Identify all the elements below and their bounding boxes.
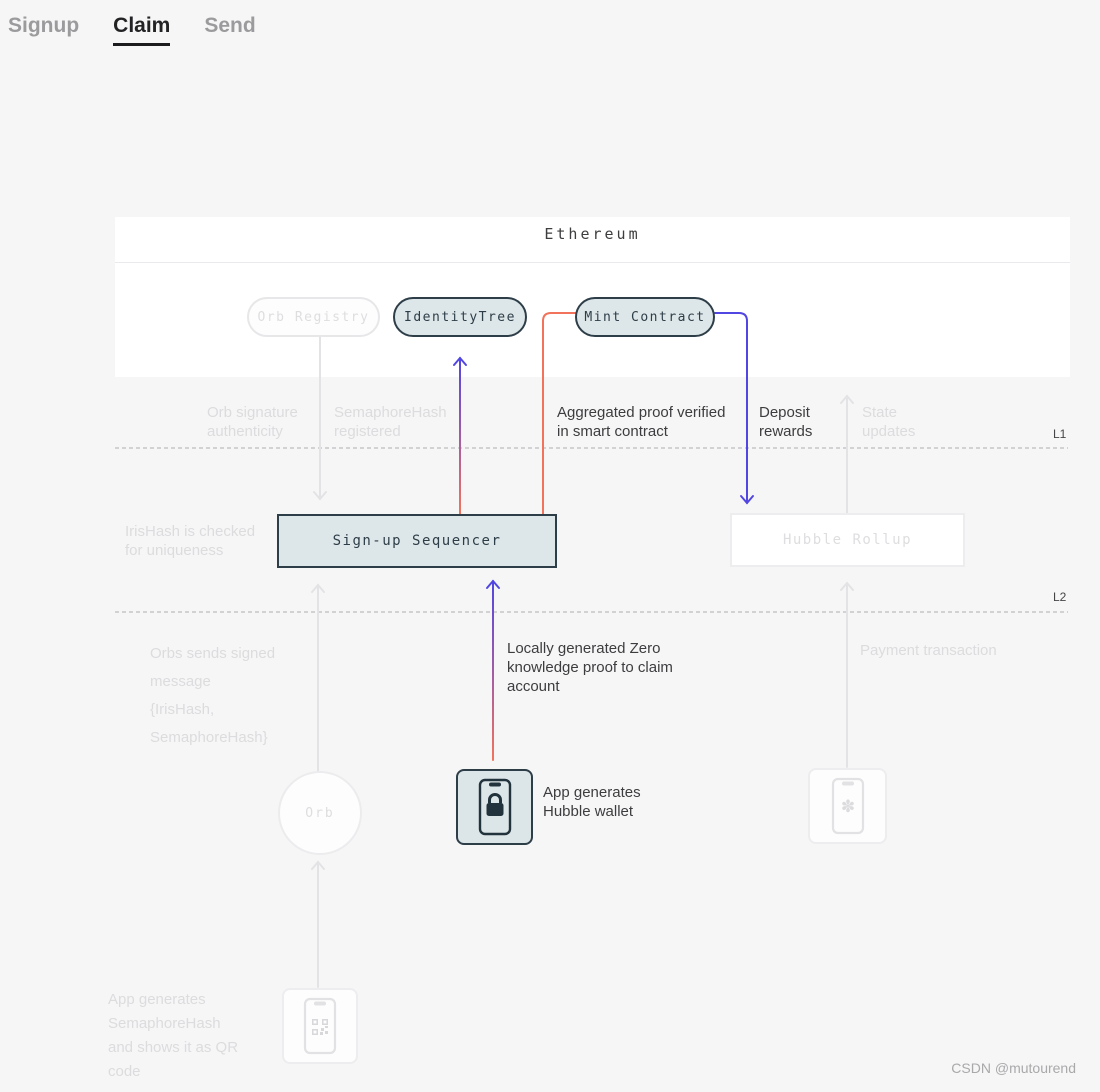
payment-phone-tile[interactable]: ✽ <box>808 768 887 844</box>
tab-signup[interactable]: Signup <box>8 14 80 37</box>
label-state-updates: State updates <box>862 404 916 440</box>
band-separator <box>115 262 1070 263</box>
node-signup-sequencer[interactable]: Sign-up Sequencer <box>277 514 557 568</box>
layer-tag-l2: L2 <box>1053 590 1067 604</box>
lock-phone-icon <box>478 778 511 836</box>
label-orb-message: Orbs sends signed message {IrisHash, Sem… <box>150 645 276 746</box>
label-app-wallet: App generates Hubble wallet <box>543 784 641 820</box>
label-deposit-rewards: Deposit rewards <box>759 404 813 440</box>
arrow-phone-to-sequencer <box>486 579 500 761</box>
watermark: CSDN @mutourend <box>951 1060 1076 1076</box>
tab-send[interactable]: Send <box>204 14 256 37</box>
arrow-phone-to-hubble <box>840 581 854 768</box>
node-orb[interactable]: Orb <box>278 771 362 855</box>
qr-phone-icon <box>303 997 337 1055</box>
orb-registry-label: Orb Registry <box>257 309 370 325</box>
arrow-qrphone-to-orb <box>311 860 325 988</box>
mint-contract-label: Mint Contract <box>584 309 706 325</box>
node-identity-tree[interactable]: IdentityTree <box>393 297 527 337</box>
svg-text:✽: ✽ <box>840 797 854 817</box>
hubble-rollup-label: Hubble Rollup <box>782 532 913 548</box>
label-semaphore-registered: SemaphoreHash registered <box>334 404 447 440</box>
app-wallet-tile[interactable] <box>456 769 533 845</box>
node-hubble-rollup[interactable]: Hubble Rollup <box>730 513 965 567</box>
arrow-hubble-state-updates <box>840 394 854 514</box>
ethereum-title: Ethereum <box>544 225 641 243</box>
tab-bar: Signup Claim Send <box>8 14 256 46</box>
label-zk-proof: Locally generated Zero knowledge proof t… <box>507 640 673 695</box>
arrow-orb-to-sequencer <box>311 583 325 772</box>
node-mint-contract[interactable]: Mint Contract <box>575 297 715 337</box>
label-app-qr: App generates SemaphoreHash and shows it… <box>108 991 239 1080</box>
identity-tree-label: IdentityTree <box>404 309 516 325</box>
wallet-phone-icon: ✽ <box>831 777 864 835</box>
qr-phone-tile[interactable] <box>282 988 358 1064</box>
tab-claim[interactable]: Claim <box>113 14 171 46</box>
signup-sequencer-label: Sign-up Sequencer <box>332 533 502 549</box>
label-irishash-checked: IrisHash is checked for uniqueness <box>125 523 256 559</box>
label-aggregated-proof: Aggregated proof verified in smart contr… <box>557 404 726 440</box>
orb-label: Orb <box>305 805 335 821</box>
node-orb-registry[interactable]: Orb Registry <box>247 297 380 337</box>
arrow-sequencer-to-identitytree <box>453 356 467 515</box>
label-payment-transaction: Payment transaction <box>860 642 997 659</box>
label-orb-signature: Orb signature authenticity <box>207 404 298 440</box>
layer-tag-l1: L1 <box>1053 427 1067 441</box>
